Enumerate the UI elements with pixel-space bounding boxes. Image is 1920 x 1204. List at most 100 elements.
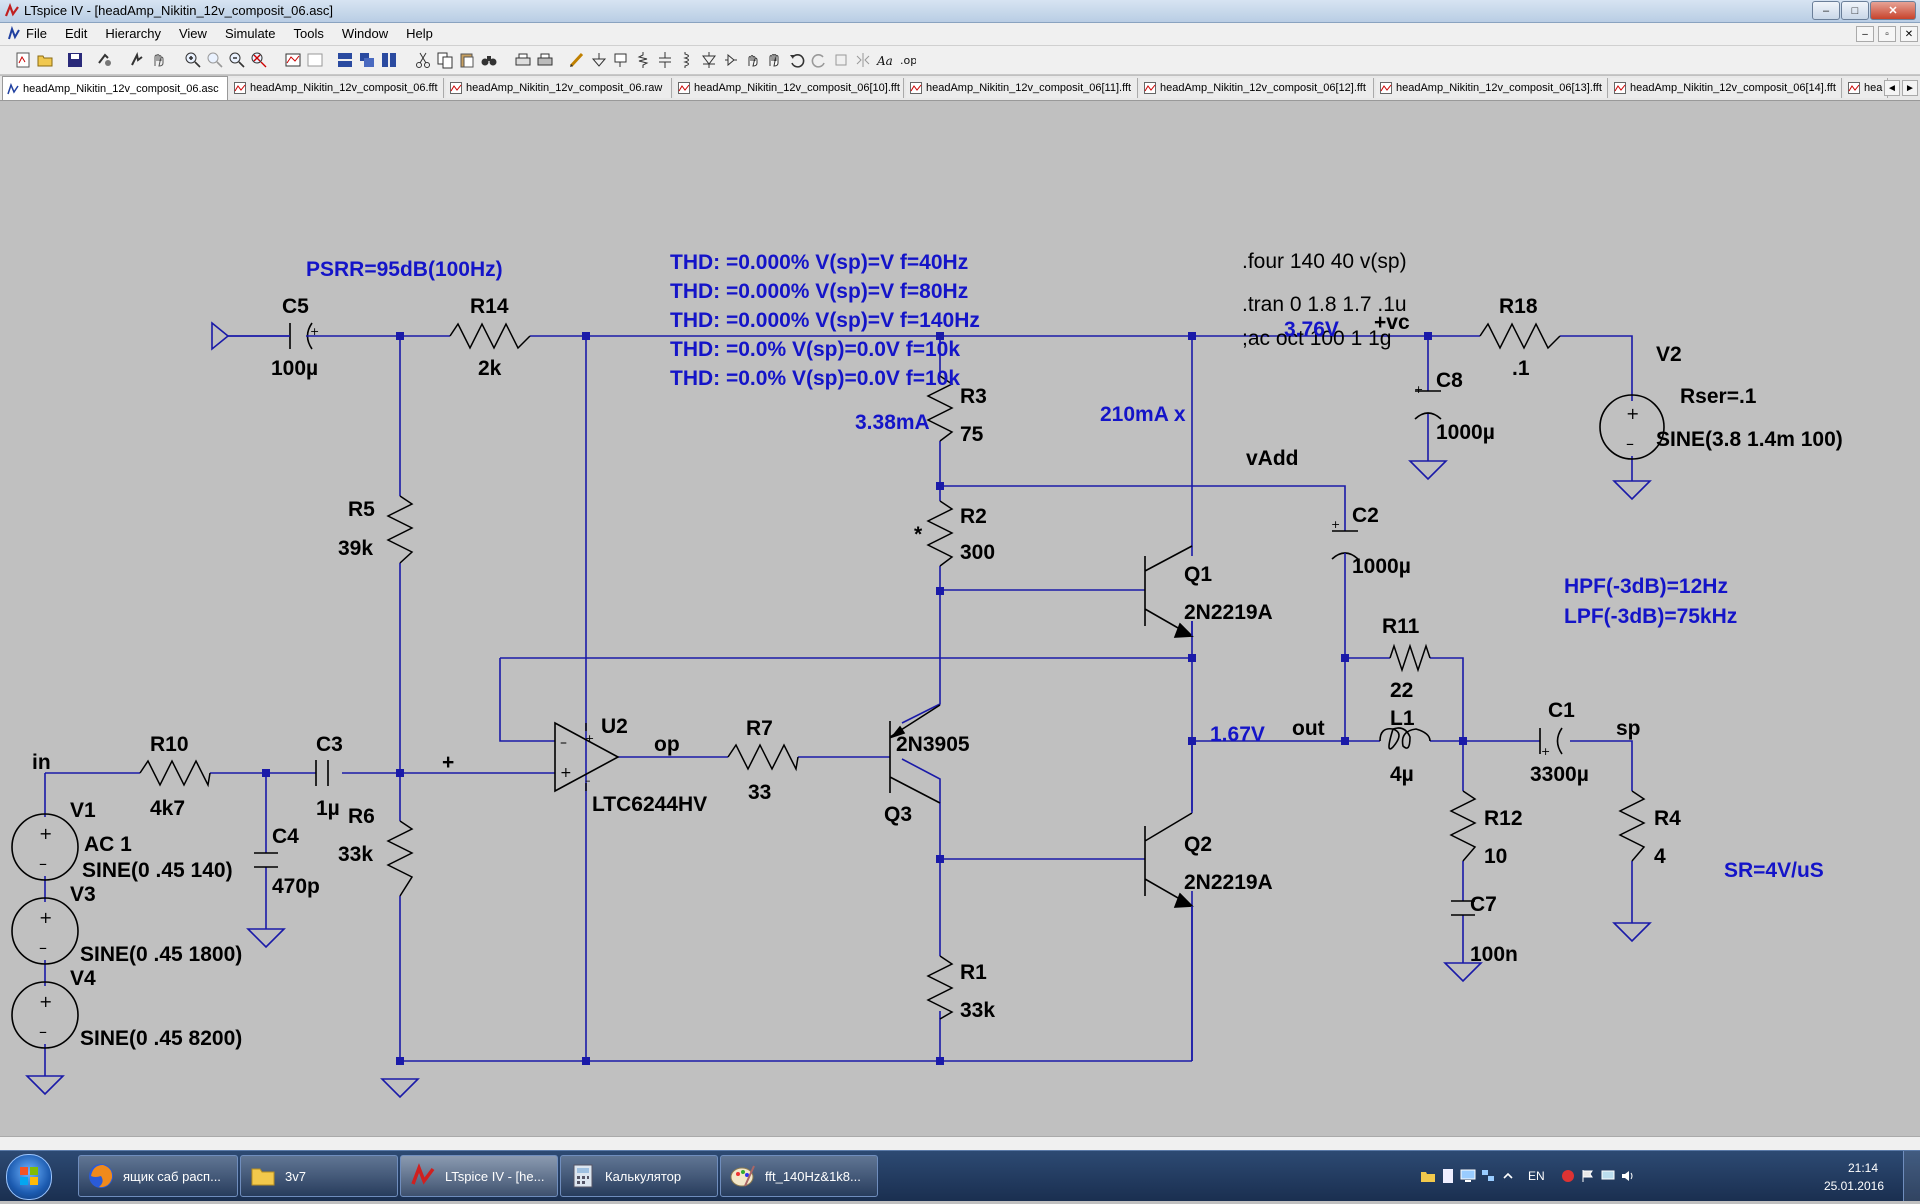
zoom-out-icon[interactable] <box>228 51 246 69</box>
v1-ac: AC 1 <box>84 833 132 856</box>
open-icon[interactable] <box>36 51 54 69</box>
network-status-icon[interactable] <box>1600 1168 1616 1184</box>
move-icon[interactable] <box>744 51 762 69</box>
svg-text:.op: .op <box>900 54 916 67</box>
print-setup-icon[interactable] <box>514 51 532 69</box>
net-sp: sp <box>1616 717 1641 740</box>
control-panel-icon[interactable] <box>96 51 114 69</box>
network-tray-icon[interactable] <box>1480 1168 1496 1184</box>
minimize-button[interactable]: – <box>1812 1 1840 20</box>
folder-tray-icon[interactable] <box>1420 1168 1436 1184</box>
halt-icon[interactable] <box>150 51 168 69</box>
copy-icon[interactable] <box>436 51 454 69</box>
tile-horizontal-icon[interactable] <box>336 51 354 69</box>
tab-label: headAmp_Nikitin_12v_composit_06.fft <box>250 82 438 94</box>
r10-value: 4k7 <box>150 797 185 820</box>
r3-ref: R3 <box>960 385 987 408</box>
l1-ref: L1 <box>1390 707 1415 730</box>
tab-fft-11[interactable]: headAmp_Nikitin_12v_composit_06[11].fft <box>906 78 1138 98</box>
undo-icon[interactable] <box>788 51 806 69</box>
draw-wire-icon[interactable] <box>568 51 586 69</box>
taskbar-firefox[interactable]: ящик саб расп... <box>78 1155 238 1197</box>
taskbar-calculator[interactable]: Калькулятор <box>560 1155 718 1197</box>
tab-label: headAmp_Nikitin_12v_composit_06[13].fft <box>1396 82 1602 94</box>
c5-value: 100µ <box>271 357 318 380</box>
document-menu-icon[interactable] <box>6 26 22 42</box>
spice-directives[interactable]: .four 140 40 v(sp) .tran 0 1.8 1.7 .1u ;… <box>1242 250 1407 350</box>
show-desktop-button[interactable] <box>1903 1151 1920 1201</box>
menu-help[interactable]: Help <box>406 26 433 41</box>
menu-edit[interactable]: Edit <box>64 26 88 41</box>
component-icon[interactable] <box>722 51 740 69</box>
clock-date[interactable]: 25.01.2016 <box>1823 1179 1884 1193</box>
autorange-icon[interactable] <box>284 51 302 69</box>
mirror-icon[interactable] <box>854 51 872 69</box>
text-icon[interactable]: Aa <box>876 51 894 69</box>
doc-minimize-button[interactable]: – <box>1856 26 1874 42</box>
tab-raw[interactable]: headAmp_Nikitin_12v_composit_06.raw <box>446 78 672 98</box>
menu-window[interactable]: Window <box>341 26 389 41</box>
inductor-icon[interactable] <box>678 51 696 69</box>
cursor-icon[interactable] <box>306 51 324 69</box>
folder-icon <box>251 1168 275 1186</box>
transistor-q1 <box>1144 545 1193 637</box>
taskbar-paint[interactable]: fft_140Hz&1k8... <box>720 1155 878 1197</box>
close-button[interactable]: ✕ <box>1870 1 1916 20</box>
menu-tools[interactable]: Tools <box>293 26 324 41</box>
chevron-up-icon[interactable] <box>1500 1168 1516 1184</box>
menu-file[interactable]: File <box>26 26 47 41</box>
run-icon[interactable] <box>128 51 146 69</box>
new-schematic-icon[interactable] <box>14 51 32 69</box>
paste-icon[interactable] <box>458 51 476 69</box>
label-net-icon[interactable] <box>612 51 630 69</box>
drag-icon[interactable] <box>766 51 784 69</box>
tab-scroll-right-button[interactable]: ► <box>1902 80 1918 96</box>
resistor-icon[interactable] <box>634 51 652 69</box>
q3-value: 2N3905 <box>896 733 970 756</box>
capacitor-icon[interactable] <box>656 51 674 69</box>
tab-more[interactable]: hea <box>1844 78 1888 98</box>
c3-value: 1µ <box>316 797 340 820</box>
rotate-icon[interactable] <box>832 51 850 69</box>
tab-schematic-asc[interactable]: headAmp_Nikitin_12v_composit_06.asc <box>2 76 228 100</box>
v2-sine: SINE(3.8 1.4m 100) <box>1656 428 1843 451</box>
taskbar-ltspice[interactable]: LTspice IV - [he... <box>400 1155 558 1197</box>
flag-tray-icon[interactable] <box>1580 1168 1596 1184</box>
menu-hierarchy[interactable]: Hierarchy <box>105 26 161 41</box>
volume-icon[interactable] <box>1620 1168 1636 1184</box>
spice-directive-icon[interactable]: .op <box>898 51 916 69</box>
cut-icon[interactable] <box>414 51 432 69</box>
redo-icon[interactable] <box>810 51 828 69</box>
start-button[interactable] <box>6 1154 52 1200</box>
diode-icon[interactable] <box>700 51 718 69</box>
tab-fft-10[interactable]: headAmp_Nikitin_12v_composit_06[10].fft <box>674 78 904 98</box>
taskbar-folder[interactable]: 3v7 <box>240 1155 398 1197</box>
save-icon[interactable] <box>66 51 84 69</box>
tab-scroll-left-button[interactable]: ◄ <box>1884 80 1900 96</box>
zoom-in-icon[interactable] <box>184 51 202 69</box>
cascade-icon[interactable] <box>358 51 376 69</box>
clock-time[interactable]: 21:14 <box>1847 1161 1878 1175</box>
tile-vertical-icon[interactable] <box>380 51 398 69</box>
language-indicator[interactable]: EN <box>1528 1169 1545 1183</box>
document-tray-icon[interactable] <box>1440 1168 1456 1184</box>
menu-simulate[interactable]: Simulate <box>224 26 276 41</box>
tab-fft-13[interactable]: headAmp_Nikitin_12v_composit_06[13].fft <box>1376 78 1608 98</box>
schematic-canvas[interactable]: + + + + – + + – +– +– +– +– <box>0 101 1920 1136</box>
doc-restore-button[interactable]: ▫ <box>1878 26 1896 42</box>
monitor-tray-icon[interactable] <box>1460 1168 1476 1184</box>
zoom-fit-icon[interactable] <box>250 51 268 69</box>
pan-icon[interactable] <box>206 51 224 69</box>
svg-text:–: – <box>560 735 567 751</box>
tab-fft-12[interactable]: headAmp_Nikitin_12v_composit_06[12].fft <box>1140 78 1374 98</box>
c8-ref: C8 <box>1436 369 1463 392</box>
tab-fft[interactable]: headAmp_Nikitin_12v_composit_06.fft <box>230 78 444 98</box>
doc-close-button[interactable]: ✕ <box>1900 26 1918 42</box>
tab-fft-14[interactable]: headAmp_Nikitin_12v_composit_06[14].fft <box>1610 78 1842 98</box>
maximize-button[interactable]: □ <box>1841 1 1869 20</box>
menu-view[interactable]: View <box>178 26 207 41</box>
antivirus-tray-icon[interactable] <box>1560 1168 1576 1184</box>
find-icon[interactable] <box>480 51 498 69</box>
ground-icon[interactable] <box>590 51 608 69</box>
print-icon[interactable] <box>536 51 554 69</box>
